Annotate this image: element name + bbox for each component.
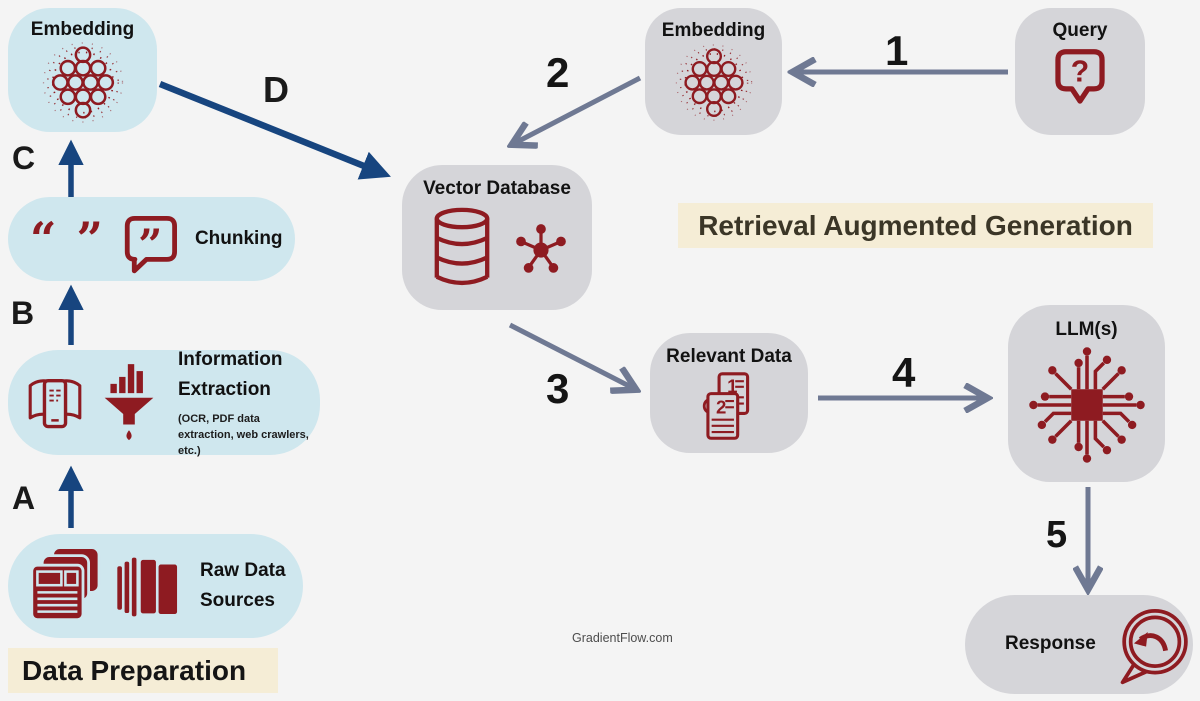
node-embedding-query: Embedding (645, 8, 782, 135)
node-relevant-data: Relevant Data 1 2 (650, 333, 808, 453)
database-icon (434, 207, 490, 285)
step-label-c: C (12, 140, 36, 176)
step-label-3: 3 (546, 365, 570, 412)
information-extraction-sub: (OCR, PDF data extraction, web crawlers,… (178, 413, 309, 458)
step-label-4: 4 (892, 349, 916, 396)
bubble-quote-glyph: ” (138, 219, 162, 269)
step-label-5: 5 (1046, 514, 1068, 556)
node-chunking: “ ” ” Chunking (8, 197, 295, 281)
arrow-step2 (515, 75, 642, 143)
molecule-cluster-icon (42, 42, 123, 123)
chip-icon (1028, 347, 1145, 463)
chunking-label: Chunking (194, 227, 283, 249)
newspaper-stack-icon (30, 546, 101, 621)
data-preparation-title: Data Preparation (8, 648, 278, 693)
node-vector-database: Vector Database (402, 165, 592, 310)
doc-number-1: 1 (727, 375, 737, 396)
step-label-1: 1 (885, 27, 909, 74)
watermark: GradientFlow.com (572, 631, 673, 645)
arrow-step3 (508, 322, 633, 388)
reply-bubble-icon (1120, 608, 1188, 684)
embedding-query-label: Embedding (661, 20, 766, 41)
step-label-d: D (263, 69, 289, 110)
step-label-b: B (11, 295, 35, 331)
node-embedding-left: Embedding (8, 8, 157, 132)
question-glyph: ? (1071, 55, 1089, 88)
books-stack-icon (117, 557, 180, 617)
close-quote-icon: ” (76, 211, 103, 266)
rag-title: Retrieval Augmented Generation (678, 203, 1153, 248)
node-llm: LLM(s) (1008, 305, 1165, 482)
information-extraction-label: Information Extraction (178, 348, 283, 401)
molecule-cluster-icon (675, 44, 752, 121)
llm-label: LLM(s) (1055, 319, 1118, 340)
embedding-left-label: Embedding (30, 19, 135, 40)
response-label: Response (1005, 633, 1096, 655)
query-label: Query (1052, 20, 1108, 41)
doc-number-2: 2 (716, 396, 726, 417)
vector-cluster-icon (516, 224, 566, 274)
quote-bubble-icon: ” (124, 216, 177, 274)
step-label-2: 2 (546, 49, 570, 96)
vector-database-label: Vector Database (423, 178, 571, 199)
question-bubble-icon: ? (1055, 48, 1105, 104)
node-information-extraction: Information Extraction (OCR, PDF data ex… (8, 349, 320, 457)
funnel-chart-icon (104, 363, 154, 440)
book-scan-icon (28, 378, 82, 428)
raw-data-sources-label: Raw Data Sources (200, 559, 286, 611)
node-query: Query ? (1015, 8, 1145, 135)
open-quote-icon: “ (30, 211, 57, 266)
node-response: Response (965, 595, 1193, 694)
node-raw-data-sources: Raw Data Sources (8, 534, 303, 638)
step-label-a: A (12, 480, 36, 516)
relevant-data-label: Relevant Data (666, 346, 792, 367)
numbered-docs-icon: 1 2 (702, 372, 750, 440)
